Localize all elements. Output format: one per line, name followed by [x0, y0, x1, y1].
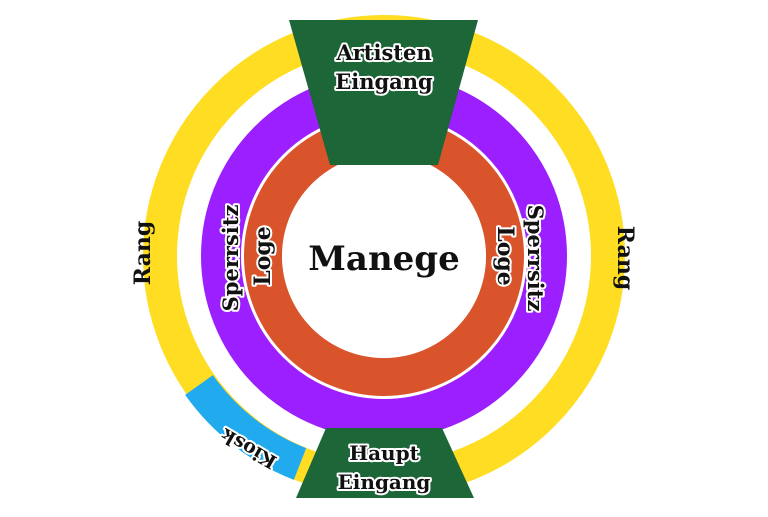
loge-label-right: Loge	[492, 226, 518, 286]
manege-label: Manege	[308, 239, 459, 279]
kiosk-segment[interactable]	[185, 374, 307, 480]
artisten-eingang-label-line2: Eingang	[335, 69, 433, 94]
manege-center[interactable]	[282, 154, 486, 358]
sperrsitz-label-left: Sperrsitz	[218, 205, 243, 312]
haupt-eingang-label-line1: Haupt	[349, 441, 419, 465]
artisten-eingang-entrance[interactable]	[289, 20, 478, 165]
sperrsitz-label-right: Sperrsitz	[523, 205, 548, 312]
rang-label-left: Rang	[130, 221, 156, 285]
rang-label-right: Rang	[612, 226, 638, 290]
loge-label-left: Loge	[250, 226, 276, 286]
haupt-eingang-entrance[interactable]	[296, 428, 474, 498]
haupt-eingang-label-line2: Eingang	[338, 470, 431, 494]
artisten-eingang-label-line1: Artisten	[335, 40, 431, 65]
